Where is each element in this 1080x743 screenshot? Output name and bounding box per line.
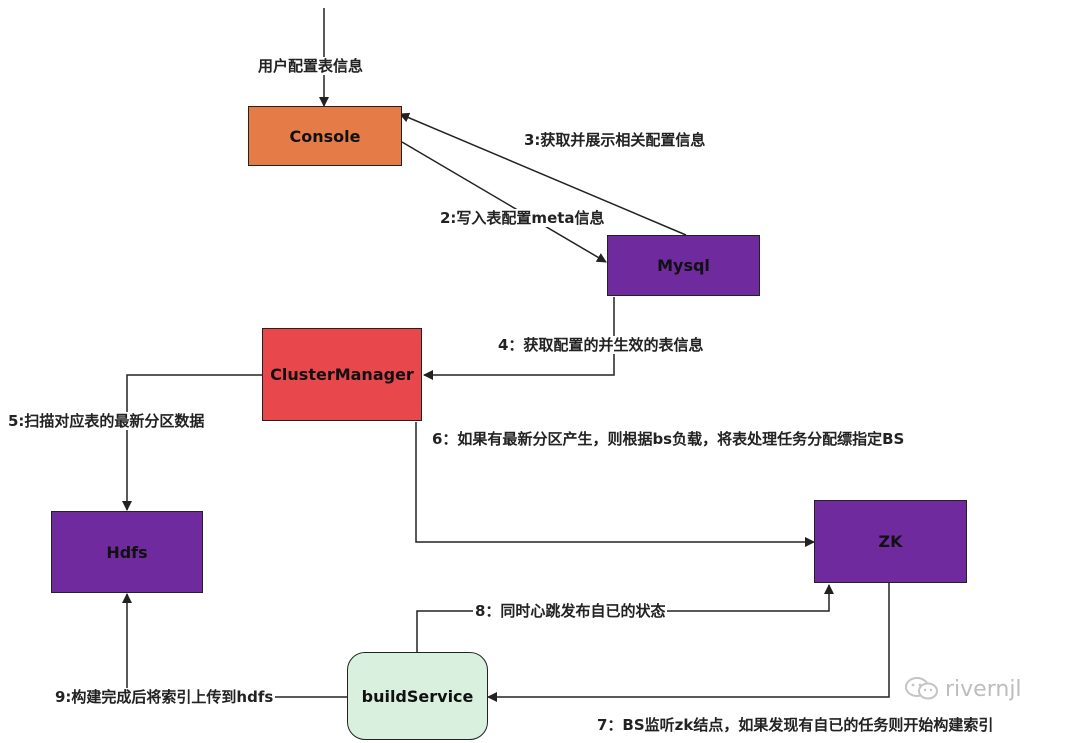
edge-label-user-config: 用户配置表信息: [256, 57, 366, 75]
buildservice-node[interactable]: buildService: [347, 652, 488, 740]
buildservice-label: buildService: [361, 686, 474, 706]
edge-clustermanager-hdfs: [122, 374, 262, 511]
edge-mysql-clustermanager: [423, 297, 615, 380]
edge-buildservice-hdfs: [122, 593, 347, 698]
console-node[interactable]: Console: [248, 106, 402, 166]
hdfs-label: Hdfs: [106, 542, 148, 562]
edge-label-step8: 8：同时心跳发布自已的状态: [473, 602, 668, 620]
zk-label: ZK: [878, 532, 903, 551]
edge-label-step3: 3:获取并展示相关配置信息: [522, 131, 708, 149]
clustermanager-node[interactable]: ClusterManager: [262, 328, 422, 421]
edge-label-step2: 2:写入表配置meta信息: [438, 209, 607, 227]
clustermanager-label: ClusterManager: [270, 365, 414, 384]
mysql-label: Mysql: [657, 256, 710, 275]
edge-console-mysql: [401, 141, 607, 263]
edge-clustermanager-zk: [415, 422, 815, 547]
edge-label-step6: 6：如果有最新分区产生，则根据bs负载，将表处理任务分配缥指定BS: [430, 430, 907, 448]
mysql-node[interactable]: Mysql: [607, 235, 760, 296]
console-label: Console: [289, 126, 361, 146]
edge-label-step5: 5:扫描对应表的最新分区数据: [6, 412, 207, 430]
zk-node[interactable]: ZK: [814, 500, 967, 583]
watermark-text: rivernjl: [945, 676, 1022, 702]
chat-bubbles-icon: [905, 677, 938, 700]
edge-mysql-console: [399, 112, 687, 236]
edge-zk-buildservice: [487, 583, 890, 702]
edge-label-step9: 9:构建完成后将索引上传到hdfs: [53, 688, 276, 706]
edge-label-step7: 7：BS监听zk结点，如果发现有自已的任务则开始构建索引: [595, 716, 996, 734]
edge-label-step4: 4：获取配置的并生效的表信息: [496, 336, 706, 354]
watermark: rivernjl: [905, 676, 1022, 702]
hdfs-node[interactable]: Hdfs: [51, 511, 203, 593]
